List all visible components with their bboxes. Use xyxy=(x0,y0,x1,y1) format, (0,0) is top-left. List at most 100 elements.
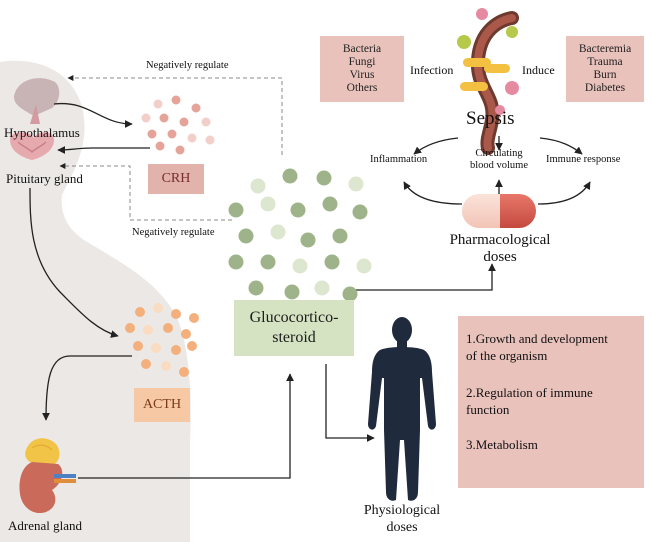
arrow-sepsis-inflammation xyxy=(413,137,459,155)
pathogen-item: Others xyxy=(346,82,378,94)
physiological-line1: Physiological xyxy=(363,503,441,518)
arrow-crh-to-pituitary xyxy=(57,146,150,154)
acth-molecule xyxy=(181,329,191,339)
glucocorticoid-molecule xyxy=(250,178,266,194)
glucocorticoid-box: Glucocortico- steroid xyxy=(234,300,354,356)
crh-molecule xyxy=(201,117,211,127)
crh-molecules xyxy=(141,95,215,155)
glucocorticoid-molecule xyxy=(342,286,358,302)
crh-molecule xyxy=(171,95,181,105)
neg-regulate-bottom-label: Negatively regulate xyxy=(132,227,215,238)
physiological-line2: doses xyxy=(386,520,418,535)
glucocorticoid-molecule xyxy=(270,224,286,240)
pharmacological-line2: doses xyxy=(483,249,517,265)
immune-response-label: Immune response xyxy=(546,154,621,165)
bacterium-illustration xyxy=(457,8,519,155)
glucocorticoid-molecule xyxy=(260,196,276,212)
pill-capsule xyxy=(462,194,536,228)
crh-molecule xyxy=(153,99,163,109)
crh-molecule xyxy=(205,135,215,145)
pituitary-organ xyxy=(10,132,54,160)
glucocorticoid-molecule xyxy=(228,202,244,218)
neg-regulate-bottom-path xyxy=(59,163,232,221)
inflammation-label: Inflammation xyxy=(370,154,428,165)
pathogen-item: Fungi xyxy=(348,56,376,68)
glucocorticoid-label-line1: Glucocortico- xyxy=(249,309,339,326)
glucocorticoid-label-line2: steroid xyxy=(272,329,316,346)
neg-regulate-top-label: Negatively regulate xyxy=(146,60,229,71)
arrow-gluco-to-physio xyxy=(325,364,375,442)
glucocorticoid-molecule xyxy=(248,280,264,296)
arrow-hypothalamus-to-crh xyxy=(53,102,133,128)
neg-regulate-top-path xyxy=(67,75,283,155)
circulating-label: Circulating blood volume xyxy=(458,148,540,172)
acth-molecule xyxy=(171,345,181,355)
pharmacological-label: Pharmacological doses xyxy=(430,232,570,266)
arrow-adrenal-to-gluco xyxy=(78,373,294,479)
crh-molecule xyxy=(167,129,177,139)
crh-molecule xyxy=(175,145,185,155)
acth-molecule xyxy=(143,325,153,335)
crh-box: CRH xyxy=(148,164,204,194)
acth-molecule xyxy=(179,367,189,377)
glucocorticoid-molecule xyxy=(314,280,330,296)
crh-molecule xyxy=(141,113,151,123)
glucocorticoid-molecules xyxy=(228,168,372,302)
crh-molecule xyxy=(179,117,189,127)
condition-item: Diabetes xyxy=(584,82,626,94)
crh-molecule xyxy=(191,103,201,113)
glucocorticoid-molecule xyxy=(348,176,364,192)
acth-molecule xyxy=(135,307,145,317)
function-item: 3.Metabolism xyxy=(466,436,636,453)
crh-molecule xyxy=(159,113,169,123)
crh-molecule xyxy=(187,133,197,143)
acth-molecule xyxy=(125,323,135,333)
acth-molecule xyxy=(153,303,163,313)
physiological-label: Physiological doses xyxy=(350,502,454,536)
circulating-label-line1: Circulating xyxy=(475,148,523,159)
sepsis-label: Sepsis xyxy=(466,108,515,129)
glucocorticoid-molecule xyxy=(284,284,300,300)
acth-molecule xyxy=(189,313,199,323)
glucocorticoid-molecule xyxy=(316,170,332,186)
hypothalamus-label: Hypothalamus xyxy=(4,125,80,140)
acth-molecule xyxy=(161,361,171,371)
acth-molecule xyxy=(151,343,161,353)
acth-molecule xyxy=(141,359,151,369)
condition-item: Trauma xyxy=(587,56,623,68)
acth-molecule xyxy=(133,341,143,351)
glucocorticoid-molecule xyxy=(282,168,298,184)
pituitary-label: Pituitary gland xyxy=(6,171,83,186)
condition-item: Bacteremia xyxy=(578,43,632,55)
arrow-sepsis-immune xyxy=(539,137,583,155)
circulating-label-line2: blood volume xyxy=(469,160,529,171)
infection-label: Infection xyxy=(410,63,454,77)
function-item-line: function xyxy=(466,402,510,417)
glucocorticoid-molecule xyxy=(324,254,340,270)
glucocorticoid-molecule xyxy=(352,204,368,220)
glucocorticoid-molecule xyxy=(238,228,254,244)
arrow-pill-immune xyxy=(537,181,591,205)
glucocorticoid-molecule xyxy=(292,258,308,274)
hypothalamus-organ xyxy=(14,78,60,124)
glucocorticoid-molecule xyxy=(228,254,244,270)
pathogen-item: Virus xyxy=(349,69,375,81)
acth-molecule xyxy=(187,341,197,351)
pathogen-item: Bacteria xyxy=(342,43,382,55)
crh-molecule xyxy=(155,141,165,151)
arrow-acth-to-adrenal xyxy=(42,355,132,421)
glucocorticoid-molecule xyxy=(332,228,348,244)
arrow-gluco-to-pharma xyxy=(350,263,496,291)
arrow-pill-inflammation xyxy=(403,181,463,205)
acth-label: ACTH xyxy=(142,397,182,412)
crh-molecule xyxy=(147,129,157,139)
glucocorticoid-molecule xyxy=(322,196,338,212)
